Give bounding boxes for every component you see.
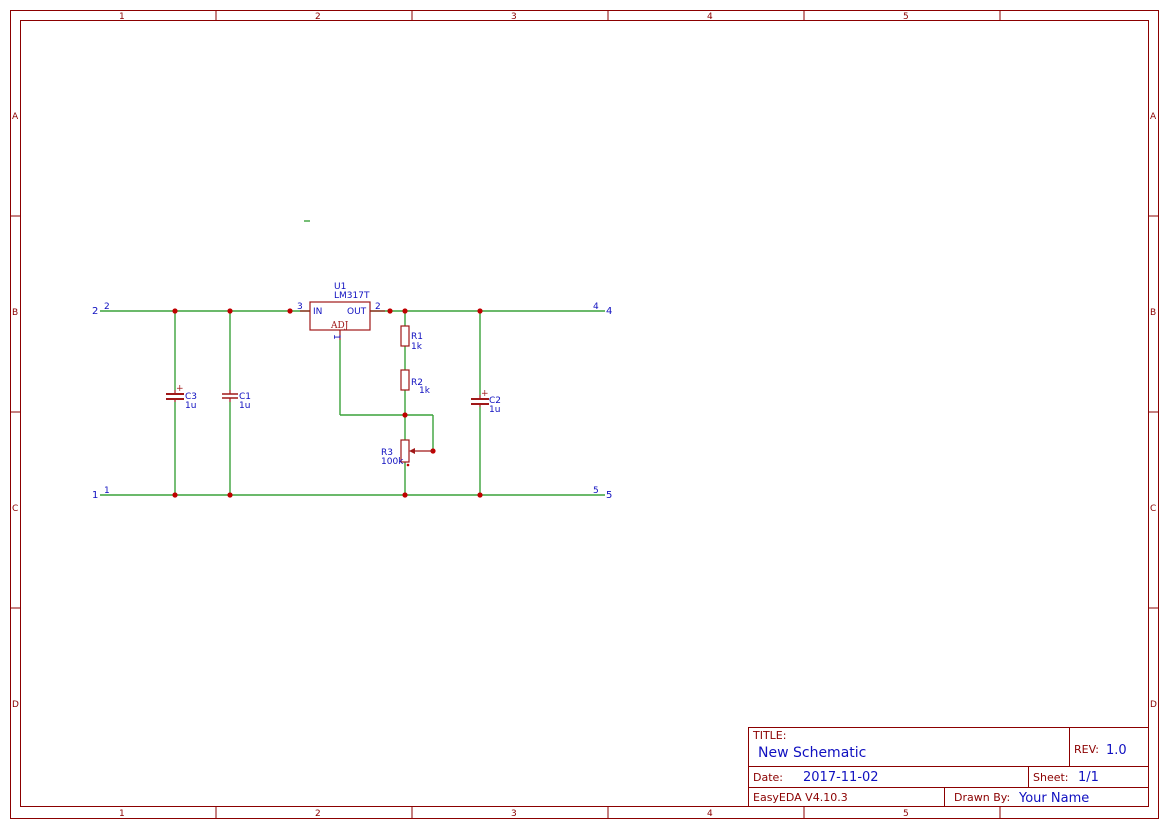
c3-plus-icon: + bbox=[176, 384, 184, 394]
net-label-1: 1 bbox=[92, 490, 98, 501]
zone-col-5-bottom: 5 bbox=[903, 809, 909, 819]
r3-wiper-arrow-icon bbox=[409, 448, 415, 454]
rev-label: REV: bbox=[1074, 743, 1099, 756]
component-c1[interactable]: C1 1u bbox=[222, 390, 251, 411]
c2-value: 1u bbox=[489, 405, 500, 415]
pin-num-1: 1 bbox=[104, 486, 110, 496]
port-4[interactable]: 4 4 bbox=[593, 302, 612, 317]
zone-col-3-bottom: 3 bbox=[511, 809, 517, 819]
r2-ref: R2 bbox=[411, 378, 423, 388]
u1-pin-out: OUT bbox=[347, 307, 367, 317]
zone-row-c-right: C bbox=[1150, 504, 1156, 514]
schematic-title: New Schematic bbox=[758, 745, 866, 761]
pin-num-4: 4 bbox=[593, 302, 599, 312]
r2-value: 1k bbox=[419, 386, 431, 396]
title-label: TITLE: bbox=[752, 729, 786, 742]
net-label-5: 5 bbox=[606, 490, 612, 501]
port-1[interactable]: 1 1 bbox=[92, 486, 110, 501]
pin-num-5: 5 bbox=[593, 486, 599, 496]
c1-ref: C1 bbox=[239, 392, 251, 402]
u1-value: LM317T bbox=[334, 291, 370, 301]
zone-row-b: B bbox=[12, 308, 18, 318]
sheet-value: 1/1 bbox=[1078, 770, 1099, 785]
sheet-label: Sheet: bbox=[1033, 771, 1069, 784]
drawn-by-label: Drawn By: bbox=[954, 791, 1010, 804]
date-label: Date: bbox=[753, 771, 783, 784]
u1-ref: U1 bbox=[334, 282, 346, 292]
component-r2[interactable]: R2 1k bbox=[400, 369, 431, 396]
zone-row-d-right: D bbox=[1150, 700, 1157, 710]
junctions bbox=[172, 308, 483, 498]
c3-ref: C3 bbox=[185, 392, 197, 402]
zone-col-1: 1 bbox=[119, 12, 125, 22]
r3-ref: R3 bbox=[381, 448, 393, 458]
net-label-4: 4 bbox=[606, 306, 612, 317]
rev-value: 1.0 bbox=[1106, 743, 1127, 758]
r3-value: 100k bbox=[381, 457, 404, 467]
port-5[interactable]: 5 5 bbox=[593, 486, 612, 501]
u1-pin-in-num: 3 bbox=[297, 302, 303, 312]
component-c2[interactable]: + C2 1u bbox=[471, 389, 501, 415]
zone-labels-bottom: 1 2 3 4 5 bbox=[119, 809, 909, 819]
zone-labels-right: A B C D bbox=[1150, 112, 1157, 710]
title-block: TITLE: New Schematic REV: 1.0 Date: 2017… bbox=[748, 727, 1149, 807]
zone-col-2-bottom: 2 bbox=[315, 809, 321, 819]
outer-frame bbox=[10, 10, 1159, 819]
u1-pin-adj: ADJ bbox=[330, 321, 349, 331]
u1-pin-adj-num: 1 bbox=[331, 334, 341, 340]
zone-row-b-right: B bbox=[1150, 308, 1156, 318]
zone-col-4: 4 bbox=[707, 12, 713, 22]
r1-value: 1k bbox=[411, 342, 423, 352]
u1-pin-out-num: 2 bbox=[375, 302, 381, 312]
zone-col-5: 5 bbox=[903, 12, 909, 22]
c3-value: 1u bbox=[185, 401, 196, 411]
zone-row-a: A bbox=[12, 112, 19, 122]
inner-frame bbox=[20, 20, 1149, 807]
net-label-2: 2 bbox=[92, 306, 98, 317]
zone-labels-left: A B C D bbox=[12, 112, 19, 710]
zone-labels-top: 1 2 3 4 5 bbox=[119, 12, 909, 22]
r1-ref: R1 bbox=[411, 332, 423, 342]
zone-row-c: C bbox=[12, 504, 18, 514]
component-r1[interactable]: R1 1k bbox=[400, 325, 423, 352]
software-version: EasyEDA V4.10.3 bbox=[753, 791, 848, 804]
pin-num-2: 2 bbox=[104, 302, 110, 312]
zone-col-3: 3 bbox=[511, 12, 517, 22]
date-value: 2017-11-02 bbox=[803, 770, 879, 785]
component-c3[interactable]: + C3 1u bbox=[166, 384, 197, 411]
zone-col-4-bottom: 4 bbox=[707, 809, 713, 819]
u1-pin-in: IN bbox=[313, 307, 322, 317]
c2-ref: C2 bbox=[489, 396, 501, 406]
zone-col-2: 2 bbox=[315, 12, 321, 22]
port-2[interactable]: 2 2 bbox=[92, 302, 110, 317]
zone-row-d: D bbox=[12, 700, 19, 710]
zone-col-1-bottom: 1 bbox=[119, 809, 125, 819]
component-u1[interactable]: U1 LM317T IN OUT ADJ 3 2 1 bbox=[297, 282, 385, 340]
zone-dividers bbox=[10, 10, 1158, 818]
component-r3[interactable]: R3 100k bbox=[381, 439, 433, 467]
c2-plus-icon: + bbox=[481, 389, 489, 399]
drawn-by-value: Your Name bbox=[1018, 791, 1089, 806]
wires bbox=[100, 310, 605, 496]
zone-row-a-right: A bbox=[1150, 112, 1157, 122]
c1-value: 1u bbox=[239, 401, 250, 411]
